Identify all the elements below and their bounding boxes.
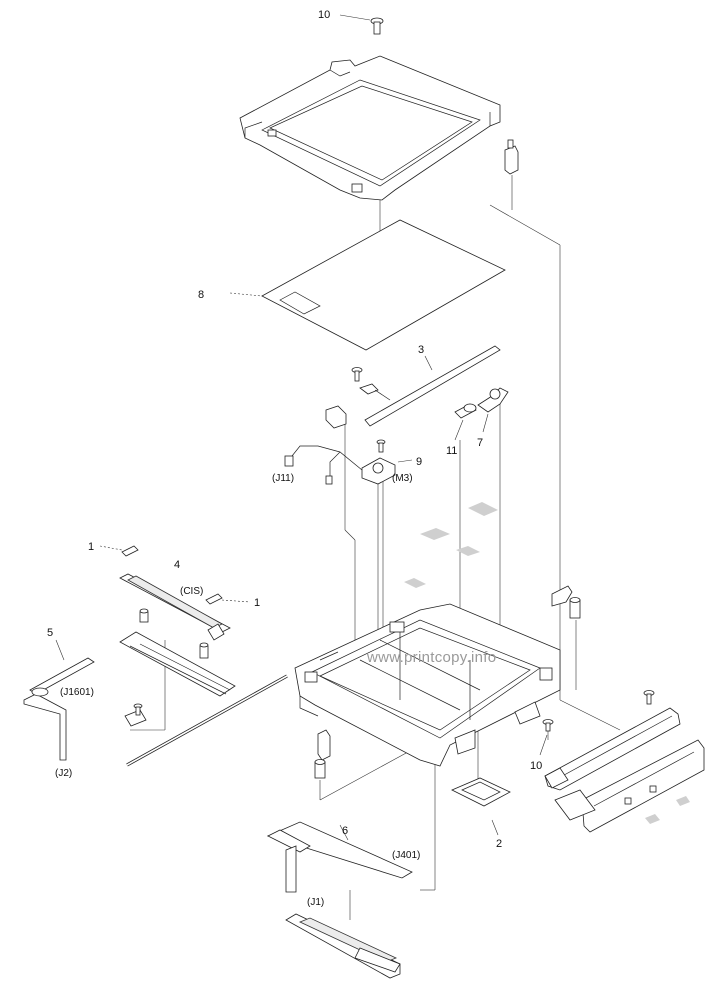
watermark-text: www.printcopy.info	[366, 649, 496, 666]
callout-7: 7	[477, 437, 483, 449]
callout-j401: (J401)	[392, 850, 420, 861]
adhesive-pads	[404, 502, 498, 588]
flat-cable-6	[266, 821, 413, 893]
screw-10-top	[339, 14, 384, 35]
callout-labels: 10 8 3 7 11 9 (M3) (J11) 1 4 (CIS) 1 5 (…	[47, 9, 542, 908]
callout-j11: (J11)	[272, 473, 294, 484]
callout-5: 5	[47, 627, 53, 639]
left-stack-parts	[314, 729, 331, 779]
scanner-glass-8	[229, 219, 506, 351]
callout-j1601: (J1601)	[60, 687, 94, 698]
lid-latch	[504, 139, 519, 175]
callout-4: 4	[174, 559, 180, 571]
callout-8: 8	[198, 289, 204, 301]
small-bracket-screw	[325, 367, 391, 429]
callout-9: 9	[416, 456, 422, 468]
scanner-base-frame	[294, 603, 561, 767]
callout-j2: (J2)	[55, 768, 72, 779]
drive-belt-3	[364, 345, 501, 427]
callout-2: 2	[496, 838, 502, 850]
scanner-motor-9	[284, 439, 413, 485]
cis-carriage	[119, 608, 236, 727]
clip-1-left	[99, 545, 139, 557]
callout-11: 11	[446, 445, 457, 457]
clip-1-right	[205, 593, 251, 605]
cis-sensor-4	[119, 573, 231, 641]
scanner-top-cover-frame	[239, 55, 501, 201]
callout-m3: (M3)	[392, 473, 413, 484]
callout-3: 3	[418, 344, 424, 356]
flat-cable-5	[23, 639, 95, 761]
callout-1-right: 1	[254, 597, 260, 609]
bracket-2	[451, 777, 511, 836]
end-cover	[554, 739, 705, 833]
callout-cis: (CIS)	[180, 586, 203, 597]
callout-1-left: 1	[88, 541, 94, 553]
callout-10-bottom: 10	[530, 760, 542, 772]
roller-11	[454, 403, 477, 441]
flat-cable-bottom	[285, 913, 401, 979]
right-small-parts	[539, 585, 655, 756]
callout-6: 6	[342, 825, 348, 837]
callout-j1: (J1)	[307, 897, 324, 908]
guide-shaft	[126, 674, 288, 767]
pulley-7	[477, 387, 509, 433]
callout-10-top: 10	[318, 9, 330, 21]
side-rail	[544, 707, 681, 791]
